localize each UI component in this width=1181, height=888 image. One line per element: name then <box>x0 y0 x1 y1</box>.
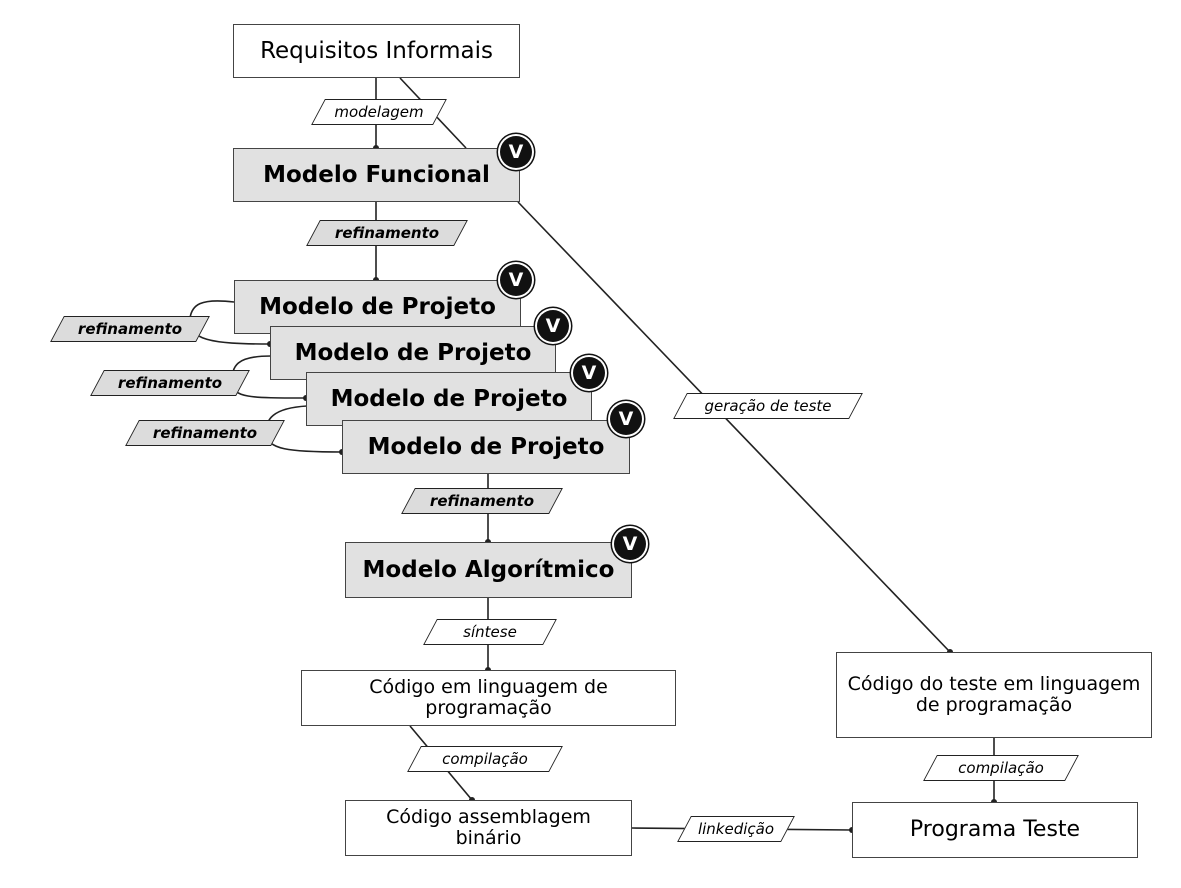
verified-badge-icon: V <box>573 357 605 389</box>
verified-badge-icon: V <box>537 310 569 342</box>
verified-badge-icon: V <box>614 528 646 560</box>
edge-label-modelagem: modelagem <box>311 99 447 125</box>
verified-badge-icon: V <box>500 264 532 296</box>
edge-label-refinamento: refinamento <box>125 420 285 446</box>
node-modelo-algoritmico: Modelo Algorítmico <box>345 542 632 598</box>
edge-label-refinamento: refinamento <box>306 220 468 246</box>
verified-badge-icon: V <box>610 403 642 435</box>
edge-label-refinamento: refinamento <box>401 488 563 514</box>
node-requisitos-informais: Requisitos Informais <box>233 24 520 78</box>
node-codigo-assemblagem: Código assemblagem binário <box>345 800 632 856</box>
node-modelo-projeto-3: Modelo de Projeto <box>306 372 592 426</box>
edge-geracao-teste <box>517 201 951 653</box>
edge-label-compilacao: compilação <box>923 755 1079 781</box>
verified-badge-icon: V <box>500 136 532 168</box>
node-codigo-teste: Código do teste em linguagem de programa… <box>836 652 1152 738</box>
edge-label-linkedicao: linkedição <box>677 816 795 842</box>
edge-label-compilacao: compilação <box>407 746 563 772</box>
node-modelo-projeto-4: Modelo de Projeto <box>342 420 630 474</box>
edge-label-refinamento: refinamento <box>50 316 210 342</box>
edge-label-geracao-teste: geração de teste <box>673 393 863 419</box>
node-modelo-funcional: Modelo Funcional <box>233 148 520 202</box>
edge-label-refinamento: refinamento <box>90 370 250 396</box>
node-modelo-projeto-2: Modelo de Projeto <box>270 326 556 380</box>
edge-label-sintese: síntese <box>423 619 557 645</box>
node-codigo-linguagem: Código em linguagem de programação <box>301 670 676 726</box>
node-programa-teste: Programa Teste <box>852 802 1138 858</box>
node-modelo-projeto-1: Modelo de Projeto <box>234 280 521 334</box>
